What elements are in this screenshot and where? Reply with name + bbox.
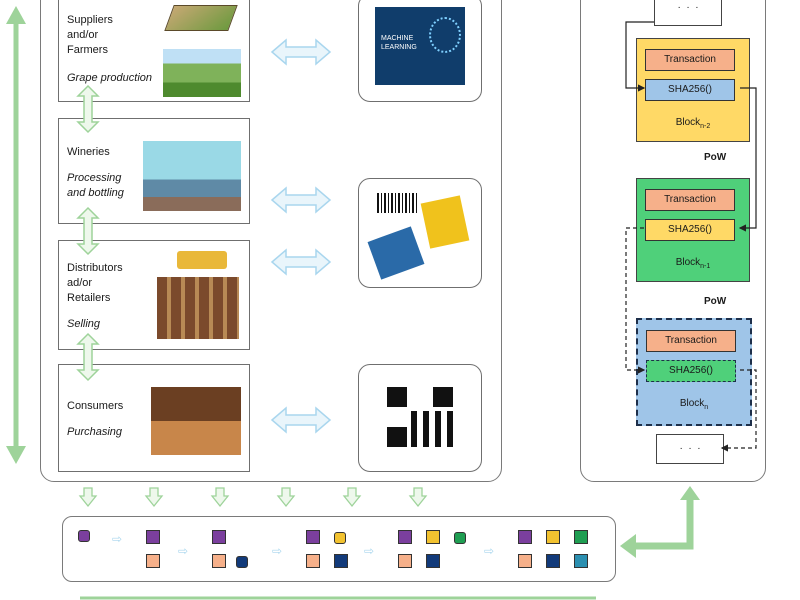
step-arrow: ⇨ xyxy=(484,544,495,558)
lightbulb-icon xyxy=(429,17,461,53)
qr-code-box xyxy=(358,364,482,472)
peach-block-icon xyxy=(146,554,160,568)
hash-label: SHA256() xyxy=(645,79,735,101)
peach-block-icon xyxy=(212,554,226,568)
stage-name: Distributors ad/or Retailers xyxy=(67,262,123,304)
block-n: Transaction SHA256() Blockn xyxy=(636,318,752,426)
step-arrow: ⇨ xyxy=(272,544,283,558)
block-n-minus-1: Transaction SHA256() Blockn-1 xyxy=(636,178,750,282)
vineyard-image xyxy=(163,49,241,97)
stage-suppliers: Suppliers and/or Farmers Grape productio… xyxy=(58,0,250,102)
stage-distributors: Distributors ad/or Retailers Selling xyxy=(58,240,250,350)
winery-factory-image xyxy=(143,141,241,211)
wine-shop-counter-image xyxy=(151,387,241,455)
stage-activity: Purchasing xyxy=(67,426,123,438)
wine-store-image xyxy=(157,277,239,339)
pow-label: PoW xyxy=(704,152,727,163)
block-label: Blockn-1 xyxy=(675,257,711,270)
ml-text-line2: LEARNING xyxy=(381,44,417,51)
pow-label: PoW xyxy=(704,296,727,307)
step-arrow: ⇨ xyxy=(112,532,123,546)
stage-wineries: Wineries Processing and bottling xyxy=(58,118,250,224)
stage-name: Suppliers and/or Farmers xyxy=(67,14,113,56)
peach-block-icon xyxy=(518,554,532,568)
stage-name: Wineries xyxy=(67,146,110,158)
navy-block-icon xyxy=(334,554,348,568)
green-block-icon xyxy=(454,532,466,544)
chain-build-panel xyxy=(62,516,616,582)
machine-learning-image: MACHINE LEARNING xyxy=(375,7,465,85)
gold-block-icon xyxy=(546,530,560,544)
teal-block-icon xyxy=(574,554,588,568)
stage-activity: Processing and bottling xyxy=(67,172,124,199)
purple-block-icon xyxy=(212,530,226,544)
step-arrow: ⇨ xyxy=(178,544,189,558)
ml-text-line1: MACHINE xyxy=(381,35,414,42)
green-block-icon xyxy=(574,530,588,544)
previous-blocks-box: · · · xyxy=(654,0,722,26)
block-n-minus-2: Transaction SHA256() Blockn-2 xyxy=(636,38,750,142)
stage-name: Consumers xyxy=(67,400,124,412)
delivery-truck-image xyxy=(177,251,227,269)
transaction-label: Transaction xyxy=(645,189,735,211)
qr-code-icon xyxy=(387,387,453,447)
block-label: Blockn xyxy=(679,398,709,411)
gold-block-icon xyxy=(426,530,440,544)
purple-block-icon xyxy=(398,530,412,544)
block-label: Blockn-2 xyxy=(675,117,711,130)
navy-block-icon xyxy=(546,554,560,568)
hash-label: SHA256() xyxy=(646,360,736,382)
peach-block-icon xyxy=(398,554,412,568)
navy-block-icon xyxy=(426,554,440,568)
gold-block-icon xyxy=(334,532,346,544)
barcode-rfid-box xyxy=(358,178,482,288)
stage-activity: Selling xyxy=(67,318,101,330)
purple-block-icon xyxy=(146,530,160,544)
machine-learning-box: MACHINE LEARNING xyxy=(358,0,482,102)
hash-label: SHA256() xyxy=(645,219,735,241)
stage-activity: Grape production xyxy=(67,72,152,84)
purple-block-icon xyxy=(518,530,532,544)
stage-consumers: Consumers Purchasing xyxy=(58,364,250,472)
transaction-label: Transaction xyxy=(645,49,735,71)
purple-block-icon xyxy=(306,530,320,544)
peach-block-icon xyxy=(306,554,320,568)
purple-block-icon xyxy=(78,530,90,542)
navy-block-icon xyxy=(236,556,248,568)
step-arrow: ⇨ xyxy=(364,544,375,558)
barcode-icon xyxy=(377,193,417,213)
transaction-label: Transaction xyxy=(646,330,736,352)
